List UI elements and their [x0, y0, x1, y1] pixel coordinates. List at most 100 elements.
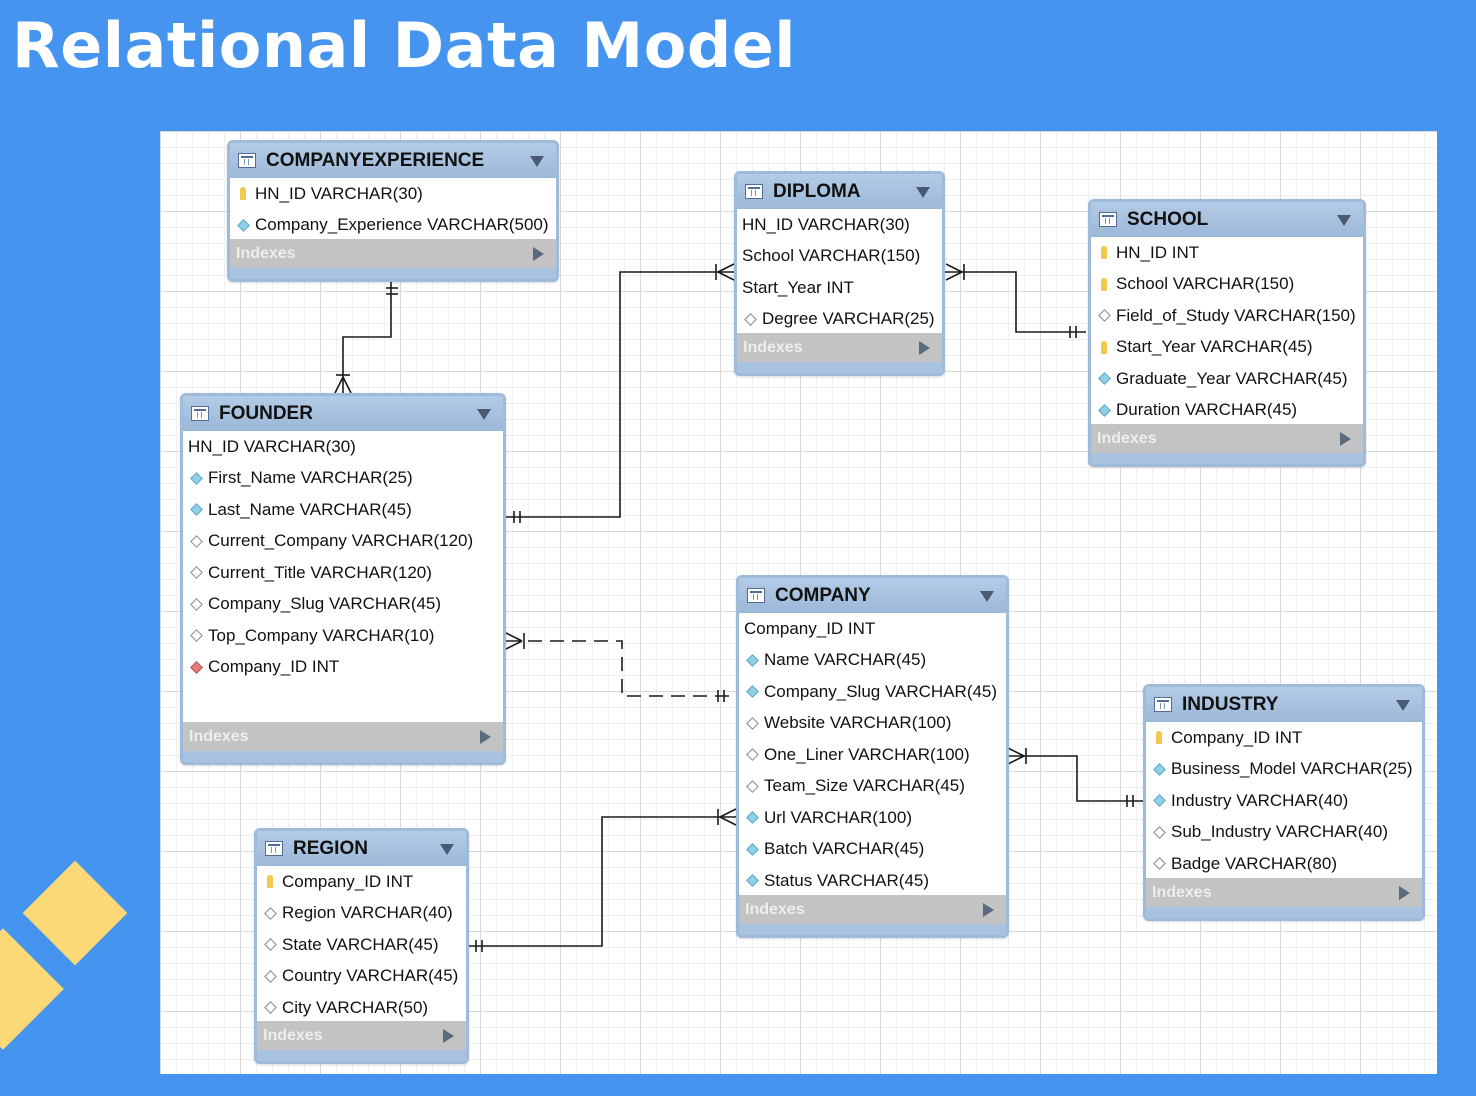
- column-row[interactable]: Duration VARCHAR(45): [1091, 395, 1363, 427]
- table-header[interactable]: COMPANYEXPERIENCE: [230, 143, 556, 178]
- column-row[interactable]: Company_ID INT: [183, 652, 503, 684]
- column-row[interactable]: Current_Title VARCHAR(120): [183, 557, 503, 589]
- table-region[interactable]: REGION Company_ID INT Region VARCHAR(40)…: [254, 828, 469, 1064]
- column-row[interactable]: HN_ID VARCHAR(30): [737, 209, 942, 241]
- indexes-label: Indexes: [189, 727, 249, 745]
- table-footer: [739, 924, 1006, 935]
- diamond-filled-icon: [1096, 372, 1112, 386]
- decorative-diamond-bottom: [0, 928, 64, 1050]
- collapse-arrow-icon[interactable]: [440, 844, 454, 855]
- table-diploma[interactable]: DIPLOMA HN_ID VARCHAR(30) School VARCHAR…: [734, 171, 945, 376]
- expand-arrow-icon[interactable]: [983, 903, 994, 917]
- column-row[interactable]: School VARCHAR(150): [1091, 269, 1363, 301]
- column-row[interactable]: HN_ID VARCHAR(30): [230, 178, 556, 210]
- column-label: HN_ID VARCHAR(30): [188, 436, 356, 456]
- collapse-arrow-icon[interactable]: [1396, 700, 1410, 711]
- table-name: DIPLOMA: [773, 180, 861, 202]
- table-company[interactable]: COMPANY Company_ID INT Name VARCHAR(45) …: [736, 575, 1009, 938]
- column-row[interactable]: Team_Size VARCHAR(45): [739, 771, 1006, 803]
- column-row[interactable]: HN_ID INT: [1091, 237, 1363, 269]
- column-row[interactable]: City VARCHAR(50): [257, 992, 466, 1024]
- indexes-label: Indexes: [745, 900, 805, 918]
- column-label: Top_Company VARCHAR(10): [208, 625, 435, 645]
- table-founder[interactable]: FOUNDER HN_ID VARCHAR(30) First_Name VAR…: [180, 393, 506, 765]
- diamond-filled-icon: [744, 811, 760, 825]
- indexes-row[interactable]: Indexes: [230, 239, 556, 268]
- connector-founder-company: [506, 640, 735, 697]
- column-row[interactable]: Start_Year VARCHAR(45): [1091, 332, 1363, 364]
- column-row[interactable]: Url VARCHAR(100): [739, 802, 1006, 834]
- table-header[interactable]: REGION: [257, 831, 466, 866]
- column-row[interactable]: Batch VARCHAR(45): [739, 834, 1006, 866]
- column-row[interactable]: Industry VARCHAR(40): [1146, 785, 1422, 817]
- column-row[interactable]: Company_ID INT: [739, 613, 1006, 645]
- collapse-arrow-icon[interactable]: [980, 591, 994, 602]
- column-row[interactable]: Name VARCHAR(45): [739, 645, 1006, 677]
- column-row[interactable]: Website VARCHAR(100): [739, 708, 1006, 740]
- indexes-label: Indexes: [263, 1026, 323, 1044]
- column-row[interactable]: Graduate_Year VARCHAR(45): [1091, 363, 1363, 395]
- expand-arrow-icon[interactable]: [1340, 432, 1351, 446]
- column-row[interactable]: Start_Year INT: [737, 272, 942, 304]
- table-header[interactable]: COMPANY: [739, 578, 1006, 613]
- column-row[interactable]: Badge VARCHAR(80): [1146, 848, 1422, 880]
- column-row[interactable]: Degree VARCHAR(25): [737, 304, 942, 336]
- key-icon: [1151, 731, 1167, 745]
- table-header[interactable]: INDUSTRY: [1146, 687, 1422, 722]
- table-name: SCHOOL: [1127, 208, 1209, 230]
- collapse-arrow-icon[interactable]: [1337, 215, 1351, 226]
- table-industry[interactable]: INDUSTRY Company_ID INT Business_Model V…: [1143, 684, 1425, 921]
- column-row[interactable]: Business_Model VARCHAR(25): [1146, 754, 1422, 786]
- column-label: Sub_Industry VARCHAR(40): [1171, 822, 1388, 842]
- column-row[interactable]: Sub_Industry VARCHAR(40): [1146, 817, 1422, 849]
- indexes-label: Indexes: [236, 244, 296, 262]
- column-row[interactable]: Field_of_Study VARCHAR(150): [1091, 300, 1363, 332]
- collapse-arrow-icon[interactable]: [916, 187, 930, 198]
- indexes-row[interactable]: Indexes: [257, 1021, 466, 1050]
- table-header[interactable]: DIPLOMA: [737, 174, 942, 209]
- column-row[interactable]: Region VARCHAR(40): [257, 898, 466, 930]
- expand-arrow-icon[interactable]: [480, 730, 491, 744]
- table-companyexperience[interactable]: COMPANYEXPERIENCE HN_ID VARCHAR(30) Comp…: [227, 140, 559, 282]
- column-row[interactable]: One_Liner VARCHAR(100): [739, 739, 1006, 771]
- table-header[interactable]: SCHOOL: [1091, 202, 1363, 237]
- table-name: FOUNDER: [219, 402, 313, 424]
- column-row[interactable]: Status VARCHAR(45): [739, 865, 1006, 897]
- column-row[interactable]: First_Name VARCHAR(25): [183, 463, 503, 495]
- column-row[interactable]: School VARCHAR(150): [737, 241, 942, 273]
- column-row[interactable]: HN_ID VARCHAR(30): [183, 431, 503, 463]
- expand-arrow-icon[interactable]: [443, 1029, 454, 1043]
- column-row[interactable]: Company_Experience VARCHAR(500): [230, 210, 556, 242]
- column-label: Company_Slug VARCHAR(45): [208, 594, 442, 614]
- table-icon: [747, 588, 765, 603]
- expand-arrow-icon[interactable]: [1399, 886, 1410, 900]
- indexes-row[interactable]: Indexes: [739, 895, 1006, 924]
- mark-crowfoot: [334, 376, 344, 394]
- expand-arrow-icon[interactable]: [919, 341, 930, 355]
- table-icon: [1154, 697, 1172, 712]
- collapse-arrow-icon[interactable]: [477, 409, 491, 420]
- table-header[interactable]: FOUNDER: [183, 396, 503, 431]
- table-name: COMPANYEXPERIENCE: [266, 149, 485, 171]
- expand-arrow-icon[interactable]: [533, 247, 544, 261]
- column-row[interactable]: Company_Slug VARCHAR(45): [739, 676, 1006, 708]
- column-row[interactable]: Company_Slug VARCHAR(45): [183, 589, 503, 621]
- column-row[interactable]: Last_Name VARCHAR(45): [183, 494, 503, 526]
- column-row[interactable]: Country VARCHAR(45): [257, 961, 466, 993]
- table-school[interactable]: SCHOOL HN_ID INT School VARCHAR(150) Fie…: [1088, 199, 1366, 467]
- column-row[interactable]: Company_ID INT: [1146, 722, 1422, 754]
- table-name: COMPANY: [775, 584, 871, 606]
- connector-company-industry: [1008, 755, 1143, 802]
- column-row[interactable]: Current_Company VARCHAR(120): [183, 526, 503, 558]
- collapse-arrow-icon[interactable]: [530, 156, 544, 167]
- column-row[interactable]: Company_ID INT: [257, 866, 466, 898]
- connector-region-company: [468, 816, 736, 947]
- diamond-filled-icon: [235, 218, 251, 232]
- indexes-row[interactable]: Indexes: [1146, 878, 1422, 907]
- indexes-row[interactable]: Indexes: [183, 722, 503, 751]
- column-row[interactable]: State VARCHAR(45): [257, 929, 466, 961]
- column-row[interactable]: Top_Company VARCHAR(10): [183, 620, 503, 652]
- indexes-row[interactable]: Indexes: [1091, 424, 1363, 453]
- indexes-row[interactable]: Indexes: [737, 333, 942, 362]
- table-icon: [265, 841, 283, 856]
